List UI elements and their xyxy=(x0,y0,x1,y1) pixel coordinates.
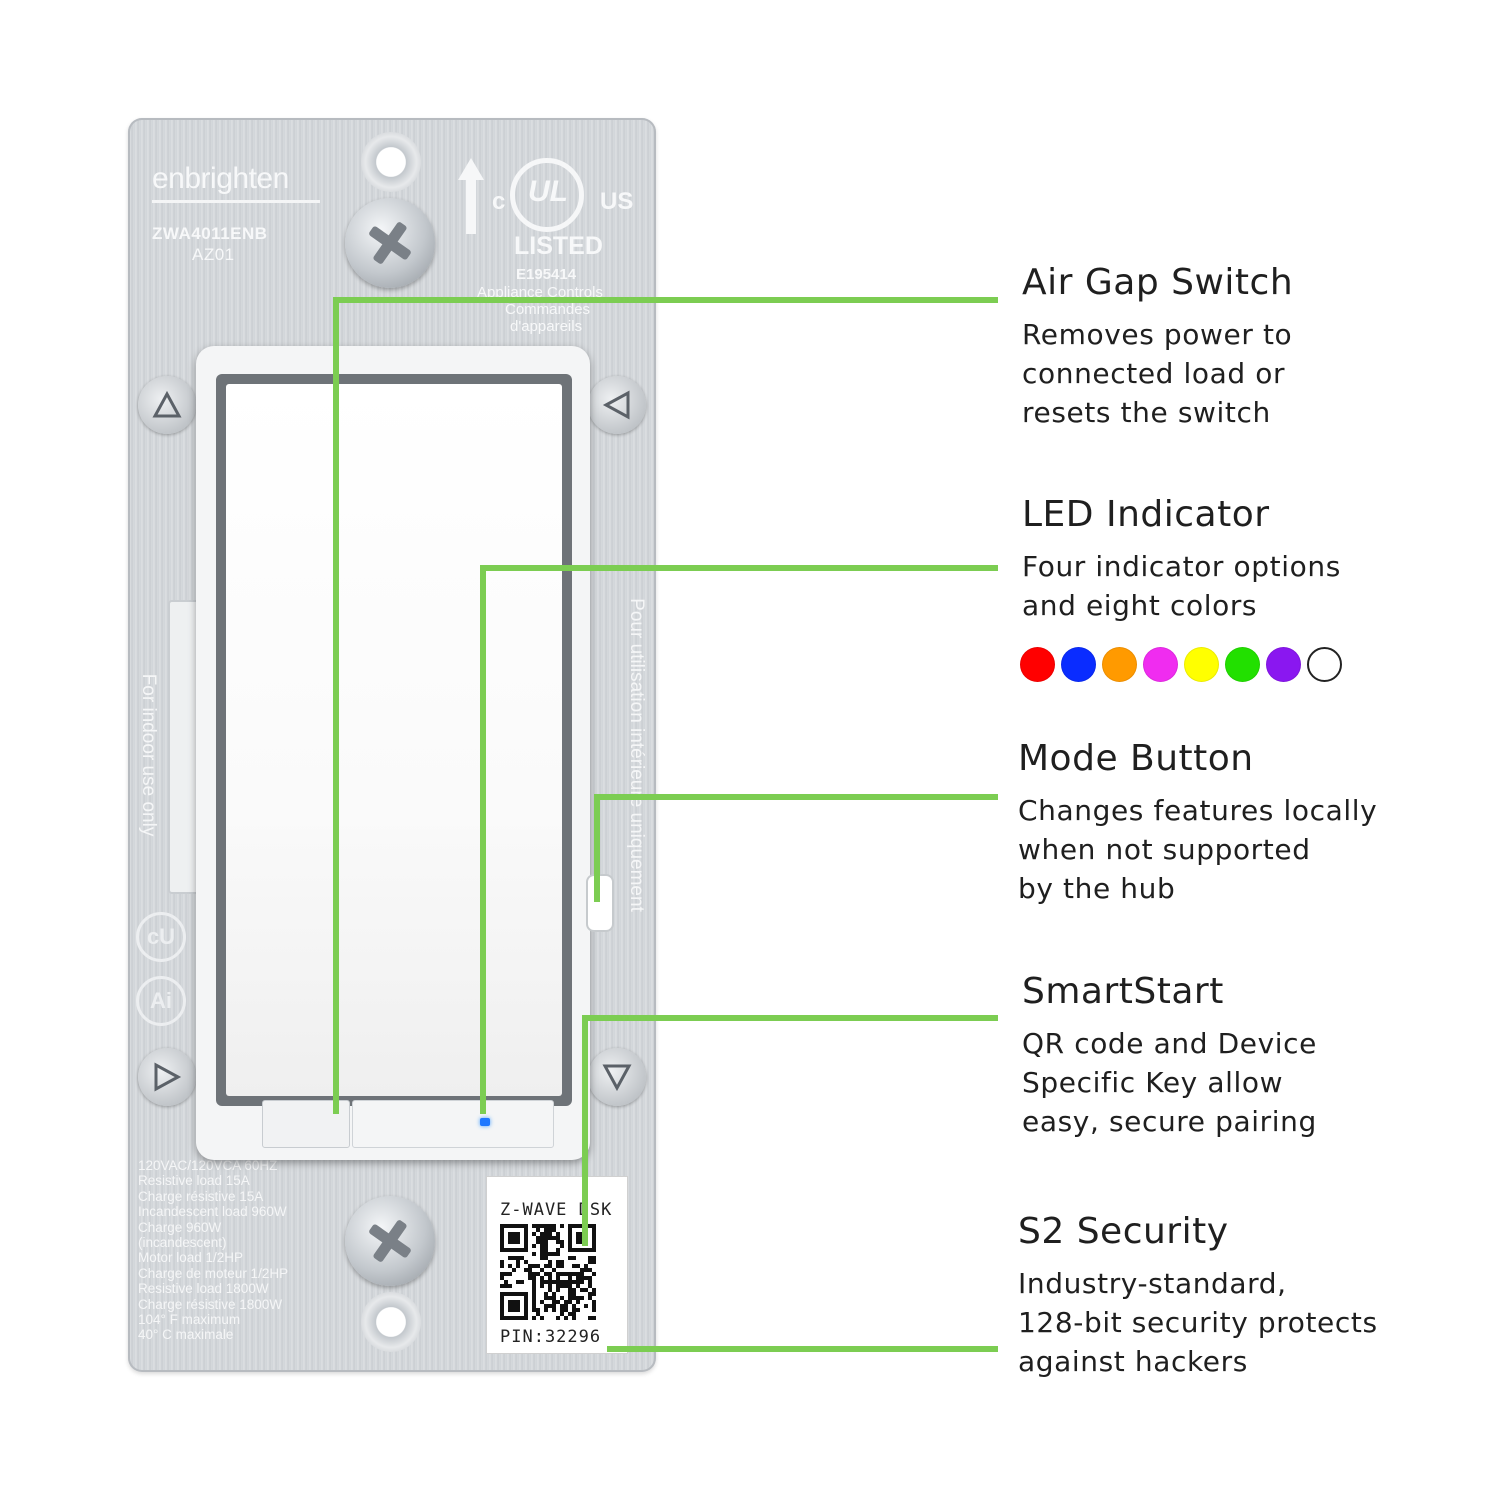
ul-logo-text: UL xyxy=(528,175,568,208)
brand-logo: enbrighten xyxy=(152,162,289,195)
qr-pin: PIN:32296 xyxy=(500,1327,602,1347)
smartstart-callout-line xyxy=(582,1015,998,1246)
top-screw-icon xyxy=(345,198,435,288)
rating-line: Charge 960W xyxy=(138,1219,222,1235)
appliance-controls-text: Appliance Controls xyxy=(477,284,603,301)
rating-line: Resistive load 1800W xyxy=(138,1281,269,1297)
callout-line-text: Industry-standard, xyxy=(1018,1267,1287,1300)
led-bar xyxy=(352,1100,554,1148)
callout-line-text: when not supported xyxy=(1018,833,1311,866)
callout-description: Four indicator options and eight colors xyxy=(1022,547,1341,625)
s2-security-callout: S2 Security Industry-standard, 128-bit s… xyxy=(1018,1211,1378,1381)
callout-title: Mode Button xyxy=(1018,738,1254,779)
model-number: ZWA4011ENB xyxy=(152,224,268,243)
led-color-swatches xyxy=(1020,647,1342,682)
callout-line-text: easy, secure pairing xyxy=(1022,1105,1317,1138)
model-variant: AZ01 xyxy=(192,245,235,264)
ul-file-number: E195414 xyxy=(516,266,577,283)
callout-description: Removes power to connected load or reset… xyxy=(1022,315,1293,432)
ul-listed: LISTED xyxy=(514,232,603,260)
air-gap-callout-line xyxy=(333,297,998,1114)
callout-line-text: 128-bit security protects xyxy=(1018,1306,1378,1339)
mode-callout-line xyxy=(594,794,998,902)
led-callout-line xyxy=(480,565,998,1114)
left-lower-tab-icon xyxy=(138,1048,196,1106)
air-gap-callout: Air Gap Switch Removes power to connecte… xyxy=(1022,262,1293,432)
callout-line-text: connected load or xyxy=(1022,357,1286,390)
rating-line: 104° F maximum xyxy=(138,1312,241,1328)
callout-line-text: QR code and Device xyxy=(1022,1027,1317,1060)
switch-paddle[interactable] xyxy=(226,384,562,1096)
up-arrow-icon xyxy=(458,158,484,234)
right-lower-tab-icon xyxy=(588,1048,646,1106)
callout-line-text: and eight colors xyxy=(1022,589,1258,622)
appareils-text: d'appareils xyxy=(510,318,583,335)
electrical-ratings: 120VAC/120VCA 60HZ Resistive load 15A Ch… xyxy=(138,1158,338,1343)
callout-description: QR code and Device Specific Key allow ea… xyxy=(1022,1024,1317,1141)
rating-line: Motor load 1/2HP xyxy=(138,1250,244,1266)
rating-line: Resistive load 15A xyxy=(138,1173,250,1189)
rating-line: Charge résistive 15A xyxy=(138,1188,264,1204)
callout-title: SmartStart xyxy=(1022,971,1224,1012)
led-color-swatch xyxy=(1184,647,1219,682)
led-indicator xyxy=(480,1118,490,1126)
ul-us-mark: US xyxy=(600,188,634,215)
top-mounting-hole xyxy=(361,132,421,192)
right-upper-tab-icon xyxy=(588,376,646,434)
bottom-mounting-hole xyxy=(361,1292,421,1352)
callout-line-text: against hackers xyxy=(1018,1345,1248,1378)
cu-cert-icon: cU xyxy=(136,912,186,962)
bottom-screw-icon xyxy=(345,1196,435,1286)
rating-line: Charge de moteur 1/2HP xyxy=(138,1265,289,1281)
callout-title: Air Gap Switch xyxy=(1022,262,1294,303)
led-color-swatch xyxy=(1307,647,1342,682)
callout-line-text: Specific Key allow xyxy=(1022,1066,1284,1099)
callout-description: Changes features locally when not suppor… xyxy=(1018,791,1377,908)
rating-line: Incandescent load 960W xyxy=(138,1204,287,1220)
callout-line-text: Four indicator options xyxy=(1022,550,1341,583)
led-color-swatch xyxy=(1225,647,1260,682)
cert-mark-icon: Ai xyxy=(136,976,186,1026)
rating-line: (incandescent) xyxy=(138,1235,227,1251)
rating-line: 120VAC/120VCA 60HZ xyxy=(138,1158,278,1173)
callout-line-text: Removes power to xyxy=(1022,318,1293,351)
led-color-swatch xyxy=(1266,647,1301,682)
smartstart-callout: SmartStart QR code and Device Specific K… xyxy=(1022,971,1317,1141)
led-color-swatch xyxy=(1102,647,1137,682)
left-upper-tab-icon xyxy=(138,376,196,434)
ul-c-mark: c xyxy=(492,188,506,215)
rating-line: Charge résistive 1800W xyxy=(138,1296,283,1312)
ul-logo xyxy=(510,158,584,232)
led-color-swatch xyxy=(1143,647,1178,682)
callout-line-text: resets the switch xyxy=(1022,396,1271,429)
led-color-swatch xyxy=(1061,647,1096,682)
callout-title: S2 Security xyxy=(1018,1211,1229,1252)
brand-underline xyxy=(152,200,320,203)
callout-line-text: Changes features locally xyxy=(1018,794,1378,827)
callout-line-text: by the hub xyxy=(1018,872,1176,905)
callout-title: LED Indicator xyxy=(1022,494,1270,535)
led-color-swatch xyxy=(1020,647,1055,682)
qr-code xyxy=(500,1224,596,1320)
commandes-text: Commandes xyxy=(505,301,591,318)
led-indicator-callout: LED Indicator Four indicator options and… xyxy=(1022,494,1341,625)
mode-button-callout: Mode Button Changes features locally whe… xyxy=(1018,738,1377,908)
callout-description: Industry-standard, 128-bit security prot… xyxy=(1018,1264,1378,1381)
rating-line: 40° C maximale xyxy=(138,1327,234,1343)
